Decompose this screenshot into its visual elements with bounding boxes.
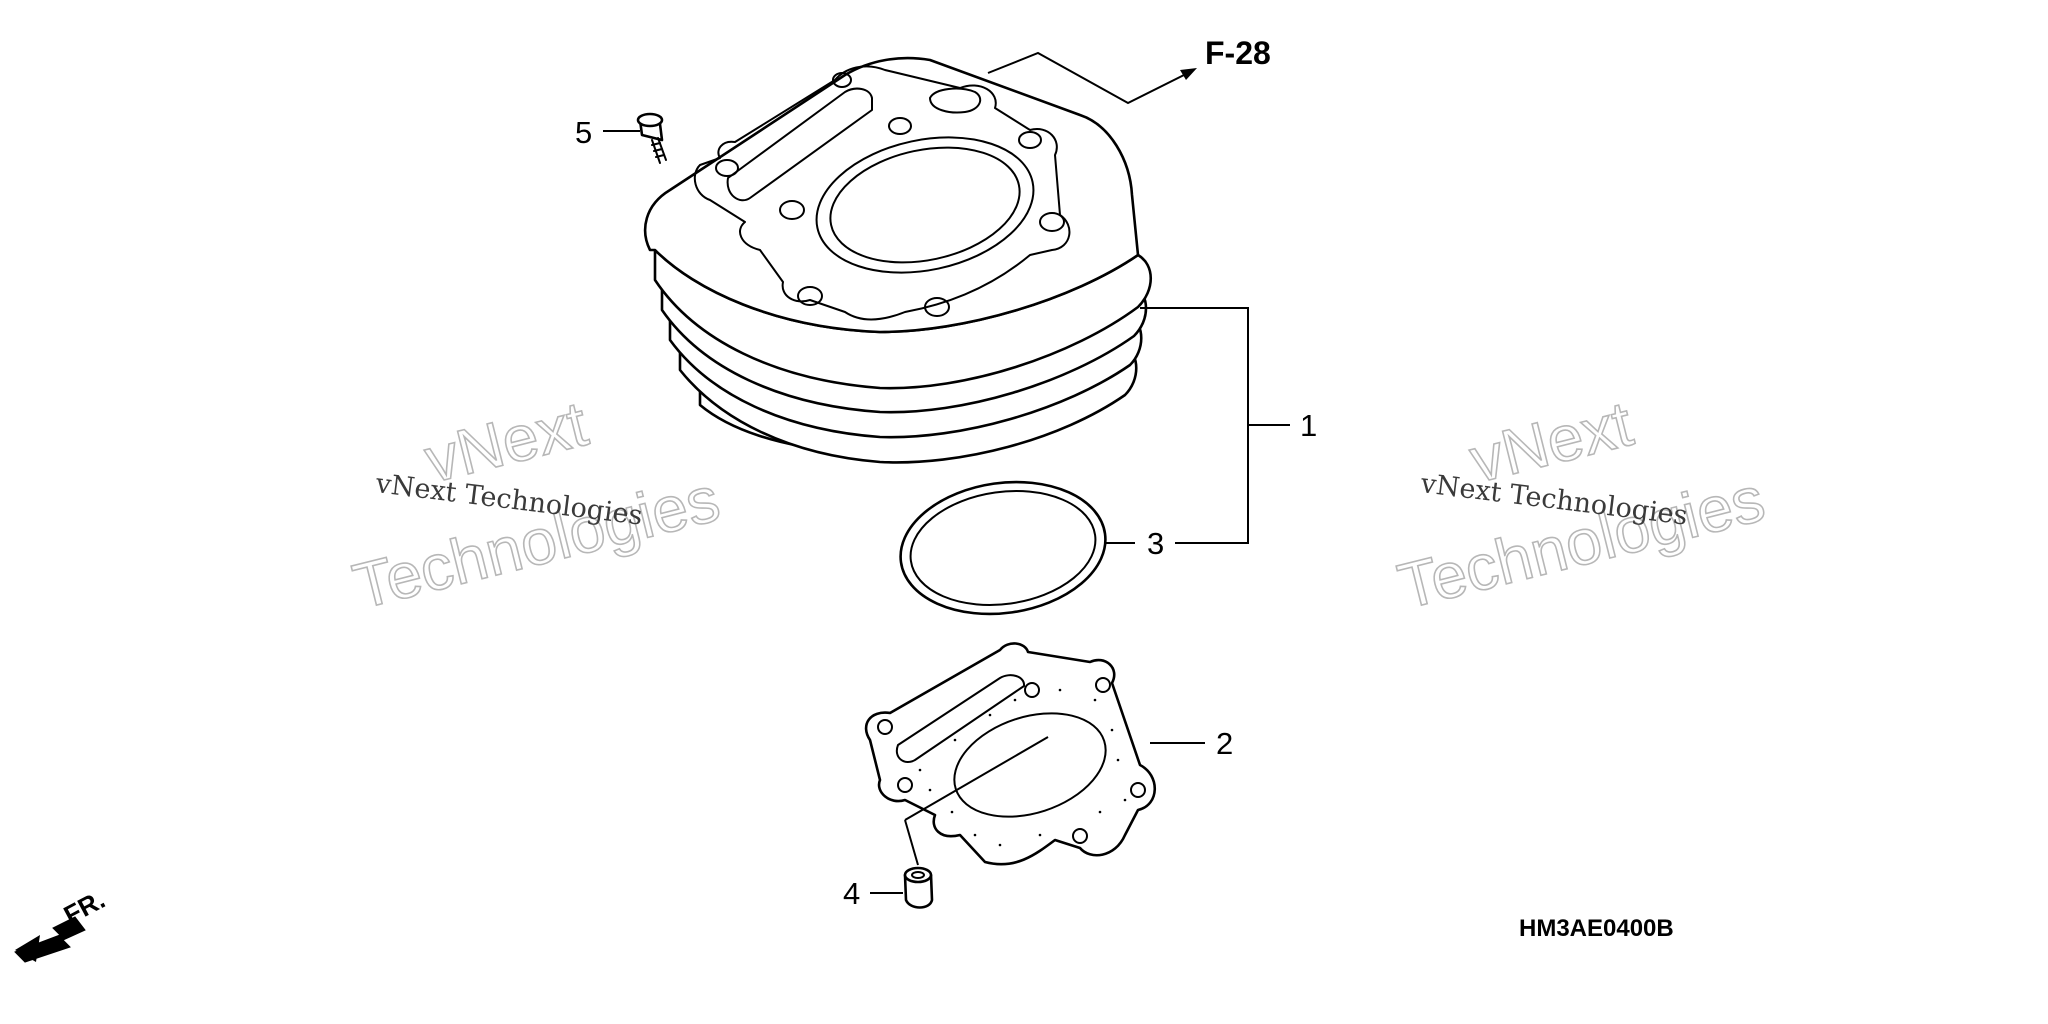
callout-5: 5 <box>575 115 592 150</box>
gasket-texture <box>918 688 1127 847</box>
bolt-part[interactable] <box>636 112 667 164</box>
gasket-part[interactable] <box>864 642 1156 866</box>
diagram-code: HM3AE0400B <box>1519 915 1674 942</box>
callout-1: 1 <box>1300 408 1317 443</box>
callout-4: 4 <box>843 876 860 911</box>
leader-lines <box>603 51 1290 894</box>
callout-2: 2 <box>1216 726 1233 761</box>
front-arrow: FR. <box>14 884 110 963</box>
cylinder-part[interactable] <box>643 56 1152 464</box>
o-ring-part[interactable] <box>892 469 1114 626</box>
callout-3: 3 <box>1147 526 1164 561</box>
watermark-right: vNext Technologies vNext Technologies <box>1391 386 1773 623</box>
watermark-left: vNext Technologies vNext Technologies <box>346 386 728 623</box>
dowel-pin-part[interactable] <box>903 736 1049 909</box>
reference-label: F-28 <box>1205 35 1271 71</box>
